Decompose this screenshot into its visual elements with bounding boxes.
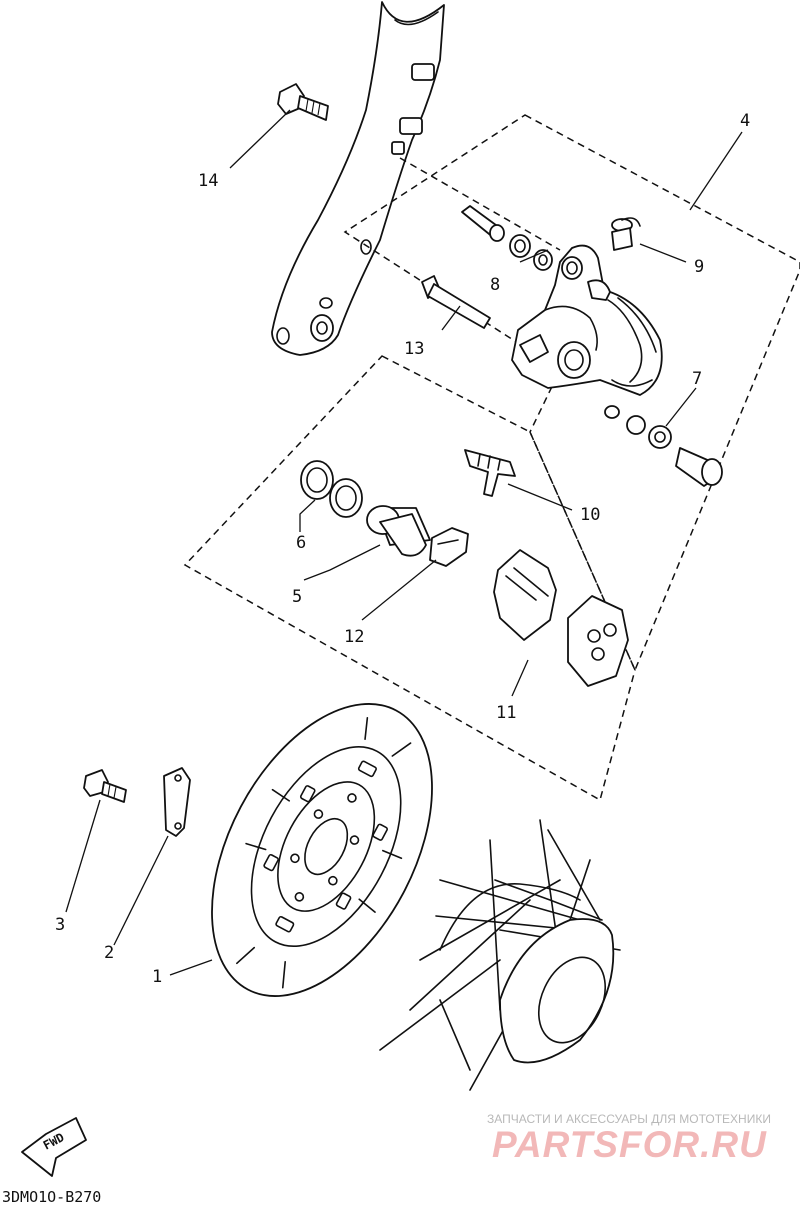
forward-direction-arrow: FWD [21, 1117, 87, 1177]
part-8-pin-sleeve [461, 205, 553, 271]
part-2-lock-plate [163, 767, 191, 837]
caliper-body [511, 244, 663, 396]
watermark-logo: PARTSFOR.RU [492, 1124, 767, 1165]
label-1: 1 [152, 967, 162, 987]
part-6-seals [300, 460, 363, 518]
part-labels: 1 2 3 4 5 6 7 8 9 10 11 12 13 14 [55, 111, 750, 987]
front-fork [271, 1, 445, 356]
part-7-pin-kit [604, 405, 723, 487]
part-12-shim [429, 527, 469, 567]
pad-set-outline [183, 355, 636, 802]
part-9-bleeder [611, 217, 641, 251]
label-13: 13 [404, 339, 424, 359]
part-13-slide-pin [421, 275, 491, 329]
label-9: 9 [694, 257, 704, 277]
part-3-disc-bolt [83, 769, 127, 803]
watermark-tagline: ЗАПЧАСТИ И АКСЕССУАРЫ ДЛЯ МОТОТЕХНИКИ [487, 1112, 771, 1126]
label-6: 6 [296, 533, 306, 553]
label-2: 2 [104, 943, 114, 963]
label-14: 14 [198, 171, 218, 191]
label-12: 12 [344, 627, 364, 647]
label-10: 10 [580, 505, 600, 525]
label-5: 5 [292, 587, 302, 607]
label-4: 4 [740, 111, 750, 131]
bolt-14 [277, 83, 329, 121]
part-5-piston [366, 505, 431, 557]
part-10-pad-spring [464, 449, 516, 497]
leader-lines [65, 109, 743, 976]
label-11: 11 [496, 703, 516, 723]
label-7: 7 [692, 369, 702, 389]
label-3: 3 [55, 915, 65, 935]
diagram-code: 3DMO1O-B270 [2, 1188, 101, 1206]
caliper-assembly-outline [343, 114, 800, 672]
label-8: 8 [490, 275, 500, 295]
part-11-pads [493, 549, 629, 687]
mount-line [399, 157, 561, 251]
brake-disc [211, 703, 433, 997]
wheel-hub [379, 819, 621, 1091]
